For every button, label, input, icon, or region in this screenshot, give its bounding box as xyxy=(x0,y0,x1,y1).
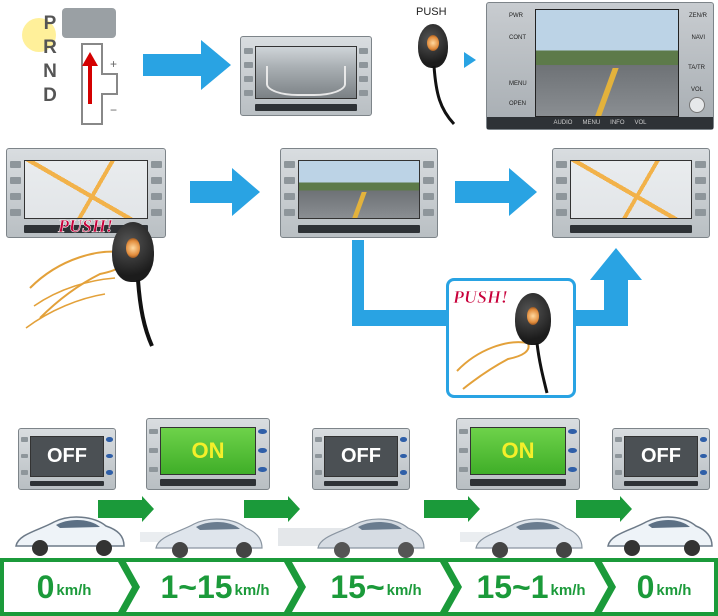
finger-icon xyxy=(25,250,128,329)
status-off-3: OFF xyxy=(641,445,681,468)
switch-cable-icon-2 xyxy=(136,279,154,347)
switch-cable-icon xyxy=(432,65,456,126)
btn-info[interactable]: INFO xyxy=(610,120,625,126)
status-unit-3: OFF xyxy=(312,428,410,490)
gear-n: N xyxy=(43,61,57,82)
btn-navi[interactable]: NAVI xyxy=(691,35,705,41)
btn-pwr[interactable]: PWR xyxy=(509,13,523,19)
speed-value-2: 1~15 xyxy=(160,568,233,605)
btn-menu[interactable]: MENU xyxy=(509,81,527,87)
speed-value-3: 15~ xyxy=(330,568,385,605)
bottom-control-bar: AUDIO MENU INFO VOL xyxy=(487,117,713,129)
btn-vol-bottom[interactable]: VOL xyxy=(634,120,647,126)
car-icon-3 xyxy=(278,518,425,558)
push-bubble-2: PUSH! xyxy=(453,287,509,308)
push-switch-1[interactable] xyxy=(418,24,448,68)
status-unit-4: ON xyxy=(456,418,580,490)
speed-value-4: 15~1 xyxy=(476,568,549,605)
gear-selector: P R N D + − xyxy=(18,4,138,134)
speed-unit-5: km/h xyxy=(656,581,692,599)
volume-knob-icon[interactable] xyxy=(689,97,705,113)
speed-unit-3: km/h xyxy=(386,581,422,599)
flow-arrow-2 xyxy=(190,168,260,216)
green-arrow-3 xyxy=(424,496,480,522)
speed-unit-4: km/h xyxy=(550,581,586,599)
btn-zen[interactable]: ZEN/R xyxy=(689,13,707,19)
status-off-2: OFF xyxy=(341,445,381,468)
status-off-1: OFF xyxy=(47,445,87,468)
speed-value-1: 0 xyxy=(36,568,55,605)
push-inset-box: PUSH! xyxy=(446,278,576,398)
status-unit-5: OFF xyxy=(612,428,710,490)
gear-r: R xyxy=(43,37,57,58)
led-icon xyxy=(427,35,439,51)
svg-text:+: + xyxy=(110,57,117,71)
front-camera-view xyxy=(299,160,419,219)
head-unit-front-camera-2 xyxy=(280,148,438,238)
green-arrow-2 xyxy=(244,496,300,522)
flow-arrow-3 xyxy=(455,168,537,216)
car-icon-1 xyxy=(15,516,125,556)
btn-vol[interactable]: VOL xyxy=(690,87,703,93)
car-icon-2 xyxy=(140,518,263,558)
car-icon-4 xyxy=(460,518,583,558)
speed-value-5: 0 xyxy=(636,568,655,605)
speed-unit-2: km/h xyxy=(234,581,270,599)
head-unit-rear-camera xyxy=(240,36,372,116)
green-arrow-4 xyxy=(576,496,632,522)
head-unit-map-2 xyxy=(552,148,710,238)
gear-knob xyxy=(62,8,116,38)
btn-audio[interactable]: AUDIO xyxy=(553,120,573,126)
gear-highlight xyxy=(22,18,56,52)
push-switch-2[interactable] xyxy=(112,222,154,282)
btn-menu-bottom[interactable]: MENU xyxy=(582,120,601,126)
speed-band-chevrons xyxy=(4,562,714,612)
switch-cable-icon-3 xyxy=(535,342,549,394)
status-unit-1: OFF xyxy=(18,428,116,490)
flow-arrow-1 xyxy=(143,40,231,90)
gear-d: D xyxy=(43,85,57,106)
gear-path-icon: + − xyxy=(81,43,118,125)
push-switch-3[interactable] xyxy=(515,293,551,345)
small-arrow-icon xyxy=(464,52,476,68)
front-screen xyxy=(535,9,679,117)
btn-open[interactable]: OPEN xyxy=(509,101,527,107)
rear-camera-view xyxy=(256,47,356,99)
green-arrow-1 xyxy=(98,496,154,522)
map-view-2 xyxy=(571,160,691,219)
push-label-small: PUSH xyxy=(416,6,447,18)
status-unit-2: ON xyxy=(146,418,270,490)
speed-seg-3: 15~km/h xyxy=(304,562,448,612)
gear-letters: P R N D xyxy=(40,12,60,108)
svg-text:−: − xyxy=(110,103,117,117)
finger-icon-2 xyxy=(456,341,530,390)
push-bubble-1: PUSH! xyxy=(58,216,114,237)
btn-ta[interactable]: TA/TR xyxy=(688,65,705,71)
speed-unit-1: km/h xyxy=(56,581,92,599)
head-unit-front-camera: PWR CONT MENU OPEN ZEN/R NAVI TA/TR VOL … xyxy=(486,2,714,130)
status-on-1: ON xyxy=(191,438,225,464)
return-path-arrow xyxy=(352,240,642,326)
btn-cont[interactable]: CONT xyxy=(509,35,526,41)
gear-p: P xyxy=(43,13,57,34)
status-on-2: ON xyxy=(501,438,535,464)
map-view xyxy=(25,160,147,219)
car-icon-5 xyxy=(607,516,713,556)
